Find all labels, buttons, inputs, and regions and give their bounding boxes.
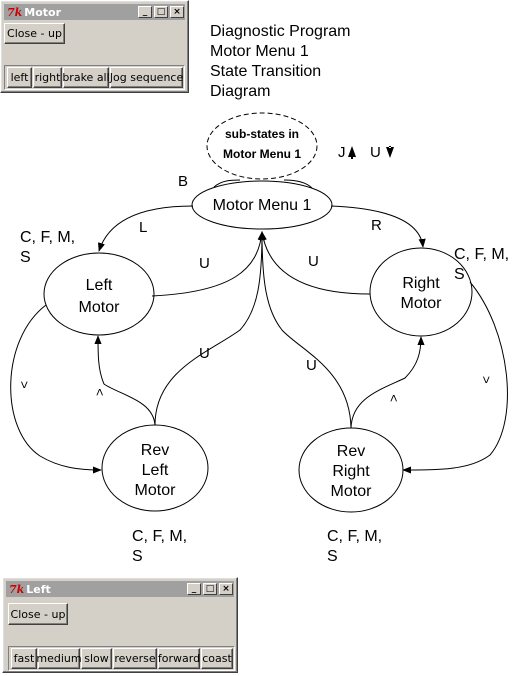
diagram-title-line-1: Diagnostic Program <box>210 23 351 40</box>
edge-label-u-rev-right: U <box>306 357 317 374</box>
commands-rev-left-line-1: C, F, M, <box>132 528 187 545</box>
state-right-motor[interactable] <box>369 247 473 337</box>
reverse-button[interactable]: reverse <box>113 648 157 669</box>
state-motor-menu-1[interactable] <box>191 180 333 230</box>
commands-left-line-2: S <box>20 249 31 266</box>
edge-label-l: L <box>139 219 147 236</box>
state-motor-menu-1-label: Motor Menu 1 <box>213 197 312 214</box>
state-rev-left-motor-label-3: Motor <box>135 482 177 499</box>
state-left-motor-label-2: Motor <box>79 299 121 316</box>
substates-label-line-1: sub-states in <box>225 127 299 141</box>
state-right-motor-label-2: Motor <box>401 295 443 312</box>
edge-right-to-rev-right <box>402 281 508 474</box>
edge-label-rev-right-to-right: > <box>386 394 401 402</box>
up-arrow-icon <box>348 146 356 159</box>
state-rev-right-motor-label-1: Rev <box>337 443 365 460</box>
left-window: 7k Left _ □ × Close - up fast medium slo… <box>2 577 238 673</box>
commands-rev-right-line-1: C, F, M, <box>327 528 382 545</box>
edge-main-to-left <box>98 205 194 252</box>
edge-b-loop-2 <box>283 179 313 189</box>
commands-right-line-1: C, F, M, <box>454 246 509 263</box>
commands-right-line-2: S <box>454 266 465 283</box>
state-left-motor[interactable] <box>43 252 155 336</box>
edge-label-b: B <box>178 173 188 190</box>
diagram-title-line-3: State Transition <box>210 63 321 80</box>
close-icon[interactable]: × <box>219 583 233 595</box>
state-rev-right-motor-label-3: Motor <box>331 483 373 500</box>
state-rev-right-motor-label-2: Right <box>332 463 370 480</box>
edge-label-right-to-rev-right: > <box>479 376 494 384</box>
motor-close-up-button[interactable]: Close - up <box>4 23 65 44</box>
edge-rev-right-to-right <box>350 336 425 429</box>
close-icon[interactable]: × <box>170 6 184 18</box>
substates-ellipse <box>206 112 318 180</box>
slow-button[interactable]: slow <box>81 648 112 669</box>
commands-left-line-1: C, F, M, <box>20 229 75 246</box>
state-rev-left-motor-label-1: Rev <box>141 442 169 459</box>
minimize-icon[interactable]: _ <box>187 583 201 595</box>
substates-label-line-2: Motor Menu 1 <box>223 147 301 161</box>
left-window-titlebar[interactable]: 7k Left _ □ × <box>6 581 234 597</box>
jog-key-u: U <box>370 144 381 161</box>
diagram-title-line-2: Motor Menu 1 <box>210 43 309 60</box>
maximize-icon[interactable]: □ <box>203 583 217 595</box>
motor-button-row: left right brake all Jog sequence <box>4 65 185 90</box>
edge-left-to-rev-left <box>10 304 102 474</box>
brake-all-button[interactable]: brake all <box>62 67 110 88</box>
down-arrow-icon <box>386 146 394 158</box>
edge-label-u-rev-left: U <box>199 345 210 362</box>
fast-button[interactable]: fast <box>11 648 37 669</box>
edge-label-u-right: U <box>308 253 319 270</box>
left-close-up-button[interactable]: Close - up <box>8 603 68 625</box>
coast-button[interactable]: coast <box>201 648 233 669</box>
left-window-title: Left <box>26 582 51 596</box>
jog-key-j: J <box>338 144 346 161</box>
left-button[interactable]: left <box>7 67 32 88</box>
edge-label-u-left: U <box>199 255 210 272</box>
right-button[interactable]: right <box>33 67 62 88</box>
tk-app-icon: 7k <box>7 5 23 19</box>
medium-button[interactable]: medium <box>36 648 82 669</box>
maximize-icon[interactable]: □ <box>154 6 168 18</box>
motor-window: 7k Motor _ □ × Close - up left right bra… <box>0 0 189 93</box>
tk-app-icon: 7k <box>9 582 25 596</box>
commands-rev-right-line-2: S <box>327 548 338 565</box>
jog-sequence-button[interactable]: Jog sequence <box>110 67 183 88</box>
diagram-title-line-4: Diagram <box>210 83 270 100</box>
left-button-row: fast medium slow reverse forward coast <box>8 646 235 671</box>
minimize-icon[interactable]: _ <box>138 6 152 18</box>
commands-rev-left-line-2: S <box>132 548 143 565</box>
forward-button[interactable]: forward <box>158 648 200 669</box>
state-rev-left-motor-label-2: Left <box>142 462 169 479</box>
motor-window-titlebar[interactable]: 7k Motor _ □ × <box>4 4 185 20</box>
edge-left-to-main <box>151 231 265 297</box>
edge-rev-left-to-main <box>154 231 266 426</box>
motor-window-title: Motor <box>24 5 62 19</box>
edge-label-left-to-rev-left: > <box>17 381 32 389</box>
edge-rev-right-to-main <box>258 231 352 429</box>
state-left-motor-label-1: Left <box>86 277 113 294</box>
state-right-motor-label-1: Right <box>402 275 440 292</box>
edge-label-r: R <box>371 217 382 234</box>
edge-main-to-right <box>330 205 426 248</box>
edge-right-to-main <box>259 231 371 295</box>
edge-rev-left-to-left <box>94 335 156 426</box>
edge-label-rev-left-to-left: > <box>92 388 107 396</box>
edge-b-loop <box>213 179 241 188</box>
